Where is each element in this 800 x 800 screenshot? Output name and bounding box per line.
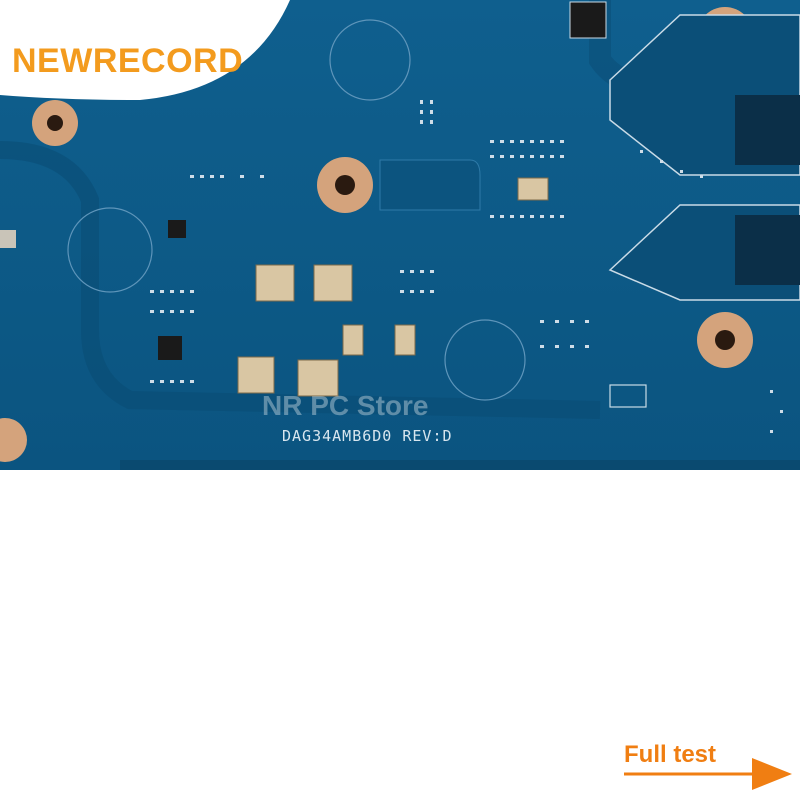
bga-chip [735, 95, 800, 165]
component-outline [329, 19, 411, 101]
mounting-hole-center [335, 175, 355, 195]
inductor [237, 356, 275, 394]
bga-chip [735, 215, 800, 285]
component-outline [67, 207, 153, 293]
inductor [313, 264, 353, 302]
mounting-hole-center [715, 330, 735, 350]
component-outline [609, 384, 647, 408]
trace-band [0, 141, 601, 419]
ic-chip [168, 220, 186, 238]
pad [394, 324, 416, 356]
component-outline [444, 319, 526, 401]
arrow-right-icon [624, 758, 792, 790]
board-cutout [0, 0, 290, 100]
board-model-label: DAG34AMB6D0 REV:D [282, 427, 453, 445]
inductor [255, 264, 295, 302]
pad-area [379, 159, 481, 211]
capacitor [0, 230, 16, 248]
smd-components [150, 100, 783, 433]
motherboard-photo: NEWRECORD NR PC Store DAG34AMB6D0 REV:D [0, 0, 800, 470]
ic-chip [158, 336, 182, 360]
brand-logo: NEWRECORD [12, 42, 244, 80]
ic-chip [569, 1, 607, 39]
inductor [297, 359, 339, 397]
pad [517, 177, 549, 201]
full-test-label: Full test [624, 741, 717, 768]
pcb-illustration [0, 0, 800, 470]
pad [342, 324, 364, 356]
board-edge [120, 460, 800, 470]
store-watermark: NR PC Store [262, 390, 429, 421]
mounting-hole [0, 418, 27, 462]
mounting-hole-center [47, 115, 63, 131]
